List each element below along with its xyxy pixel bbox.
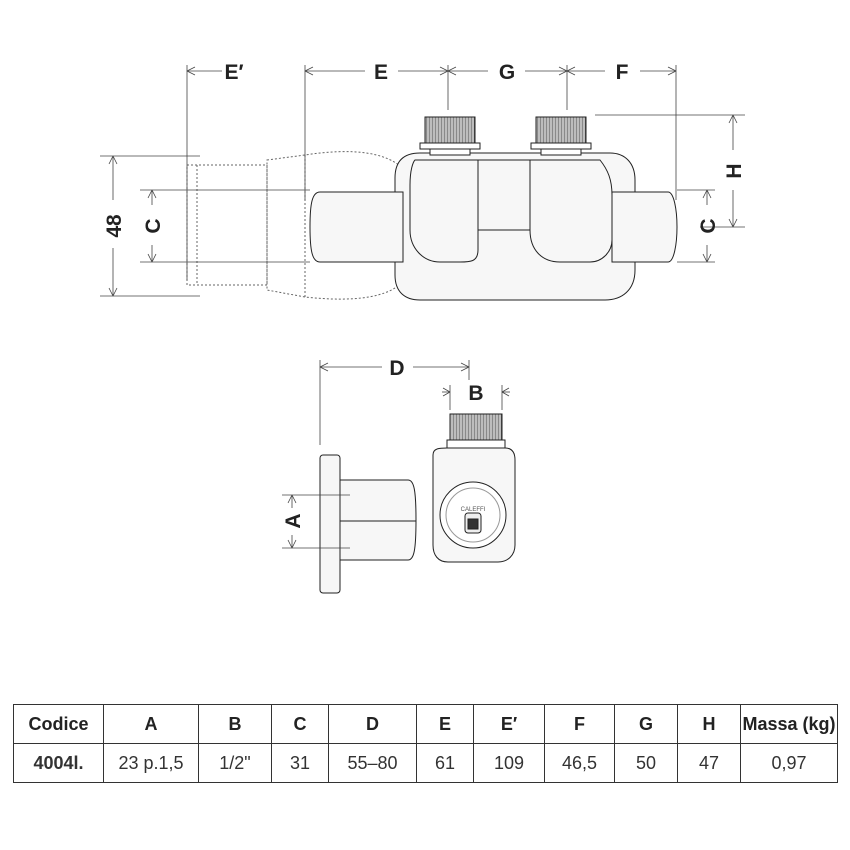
top-view	[186, 116, 678, 301]
dim-e-label: E	[374, 61, 388, 84]
cell-e: 61	[416, 743, 474, 783]
cell-a: 23 p.1,5	[103, 743, 199, 783]
header-e-prime: E′	[473, 704, 545, 744]
table-row: 4004l. 23 p.1,5 1/2" 31 55–80 61 109 46,…	[13, 743, 838, 783]
dim-e-prime-label: E′	[224, 61, 243, 84]
dim-c-right-label: C	[697, 218, 720, 233]
cell-g: 50	[614, 743, 678, 783]
dim-d-label: D	[389, 357, 404, 380]
cell-e-prime: 109	[473, 743, 545, 783]
cell-f: 46,5	[544, 743, 615, 783]
header-e: E	[416, 704, 474, 744]
spec-table: Codice A B C D E E′ F G H Massa (kg) 400…	[13, 704, 838, 783]
cell-codice: 4004l.	[13, 743, 104, 783]
left-connector	[309, 191, 404, 263]
cell-h: 47	[677, 743, 741, 783]
cell-d: 55–80	[328, 743, 417, 783]
side-view	[319, 413, 516, 594]
header-codice: Codice	[13, 704, 104, 744]
dim-c-left-label: C	[142, 218, 165, 233]
table-header-row: Codice A B C D E E′ F G H Massa (kg)	[13, 704, 838, 744]
header-d: D	[328, 704, 417, 744]
technical-drawing: E′ E G F 48 C C H CALEFFI	[100, 61, 746, 594]
dim-f-label: F	[616, 61, 629, 84]
header-g: G	[614, 704, 678, 744]
cell-c: 31	[271, 743, 329, 783]
header-f: F	[544, 704, 615, 744]
header-b: B	[198, 704, 272, 744]
header-h: H	[677, 704, 741, 744]
cell-massa: 0,97	[740, 743, 838, 783]
dim-h-label: H	[723, 163, 746, 178]
right-elbow	[529, 159, 613, 263]
right-connector	[611, 191, 678, 263]
cell-b: 1/2"	[198, 743, 272, 783]
dim-g-label: G	[499, 61, 515, 84]
header-a: A	[103, 704, 199, 744]
dim-b-label: B	[468, 382, 483, 405]
dim-a-label: A	[282, 513, 305, 528]
header-c: C	[271, 704, 329, 744]
brand-mark: CALEFFI	[461, 507, 486, 513]
header-massa: Massa (kg)	[740, 704, 838, 744]
dim-48-label: 48	[103, 214, 126, 238]
left-elbow	[409, 159, 479, 263]
side-body	[339, 479, 417, 561]
top-dimension-lines	[100, 65, 745, 297]
wall-plate	[319, 454, 341, 594]
side-dimension-lines	[282, 360, 510, 549]
